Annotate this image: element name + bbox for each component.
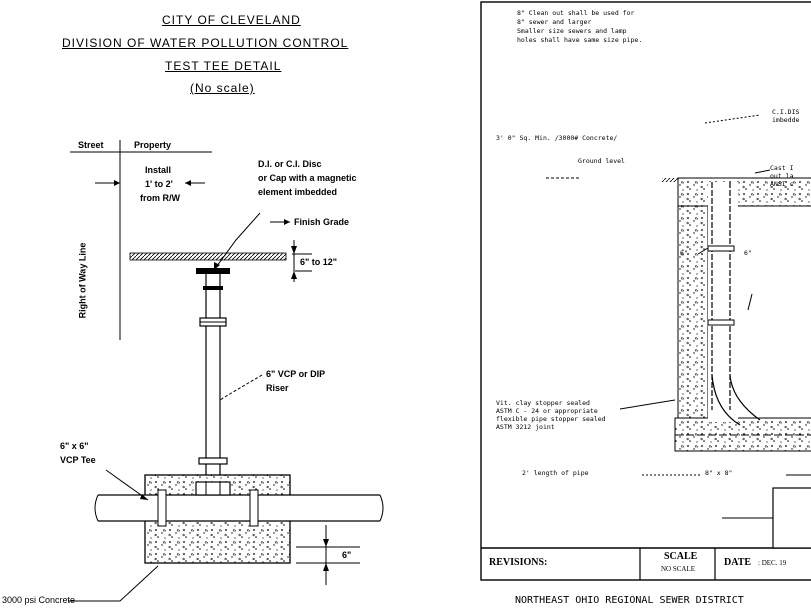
header-scale: (No scale) xyxy=(190,81,255,95)
right-cast-3: ANSI c xyxy=(770,180,794,188)
label-disc-2: or Cap with a magnetic xyxy=(258,173,357,183)
label-property: Property xyxy=(134,140,172,150)
right-pipe-length: 2' length of pipe xyxy=(522,469,589,477)
right-cast-2: out la xyxy=(770,172,794,180)
right-six-a: 6" xyxy=(680,249,688,257)
cell-scale: SCALE xyxy=(664,551,698,562)
label-riser-2: Riser xyxy=(266,383,289,393)
label-install-1: Install xyxy=(145,165,172,175)
label-finish-grade: Finish Grade xyxy=(294,217,350,227)
right-sheet xyxy=(480,1,811,581)
cell-revisions: REVISIONS: xyxy=(489,557,548,568)
right-vit-1: Vit. clay stopper sealed xyxy=(496,399,590,407)
cell-date-value: : DEC. 19 xyxy=(758,559,787,567)
cell-scale-value: NO SCALE xyxy=(661,565,696,573)
right-disc-1: C.I.DIS xyxy=(772,108,800,116)
label-depth: 6" to 12" xyxy=(300,257,338,267)
note-3: Smaller size sewers and lamp xyxy=(517,27,627,35)
label-riser-1: 6" VCP or DIP xyxy=(266,369,326,379)
right-vit-2: ASTM C - 24 or appropriate xyxy=(496,407,598,415)
label-right-of-way: Right of Way Line xyxy=(77,242,88,319)
note-1: 8" Clean out shall be used for xyxy=(517,9,635,17)
label-disc-1: D.I. or C.I. Disc xyxy=(258,159,322,169)
right-six-b: 6" xyxy=(744,249,752,257)
label-tee-1: 6" x 6" xyxy=(60,441,89,451)
label-tee-2: VCP Tee xyxy=(60,455,96,465)
header-city: CITY OF CLEVELAND xyxy=(162,13,301,27)
label-bottom-dim: 6" xyxy=(342,550,352,560)
right-disc-2: imbedde xyxy=(772,116,800,124)
note-2: 8" sewer and larger xyxy=(517,18,592,26)
note-4: holes shall have same size pipe. xyxy=(517,36,643,44)
right-tee-size: 8" x 8" xyxy=(705,469,733,477)
right-vit-3: flexible pipe stopper sealed xyxy=(496,415,606,423)
right-concrete: 3' 0" Sq. Min. /3000# Concrete/ xyxy=(496,134,618,142)
left-detail xyxy=(68,140,384,602)
header-title: TEST TEE DETAIL xyxy=(165,59,282,73)
right-vit-4: ASTM 3212 joint xyxy=(496,423,555,431)
label-street: Street xyxy=(78,140,104,150)
label-install-3: from R/W xyxy=(140,193,180,203)
right-ground-level: Ground level xyxy=(578,157,625,165)
label-disc-3: element imbedded xyxy=(258,187,338,197)
cell-date-label: DATE xyxy=(724,557,752,568)
label-install-2: 1' to 2' xyxy=(145,179,173,189)
footer-district: NORTHEAST OHIO REGIONAL SEWER DISTRICT xyxy=(515,595,744,606)
header-division: DIVISION OF WATER POLLUTION CONTROL xyxy=(62,36,349,50)
label-concrete: 3000 psi Concrete xyxy=(2,595,76,605)
right-cast-1: Cast I xyxy=(770,164,794,172)
